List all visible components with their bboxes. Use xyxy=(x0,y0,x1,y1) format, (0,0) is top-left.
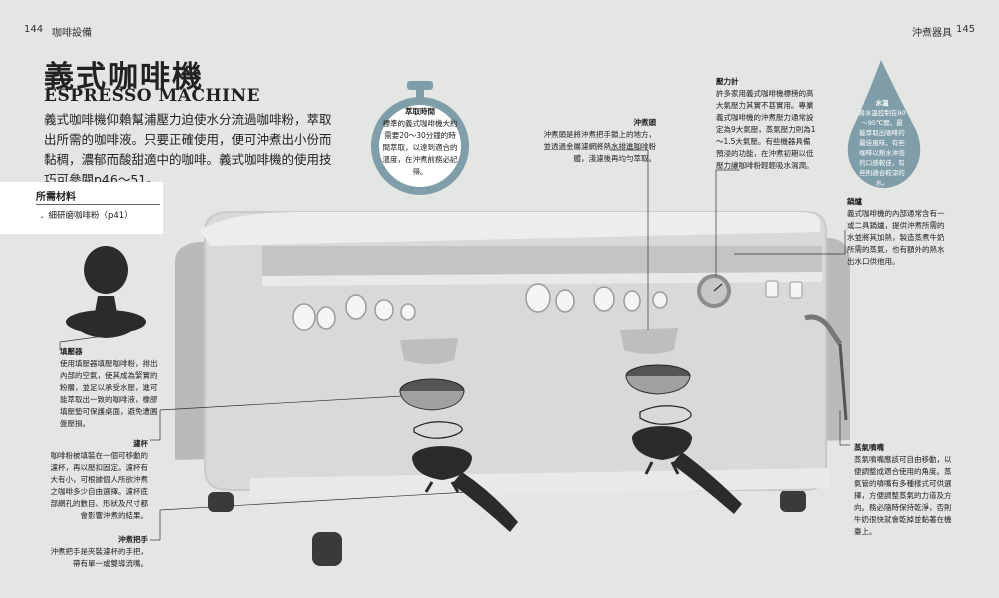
filter-basket-label: 濾杯 咖啡粉被填裝在一個可移動的濾杯，再以壓扣固定。濾杯有大有小，可根據個人所欲… xyxy=(44,438,148,522)
water-temp-label-text: 將水溫控制在90～95℃間，最能萃取出咖啡的最佳風味，有些咖啡以熱水沖泡的口感較… xyxy=(858,109,905,187)
group-head-label-text: 沖煮頭是將沖煮把手鎖上的地方，並透過金屬濾網將熱水排進咖啡粉體，淺濾後再均勻萃取… xyxy=(544,130,657,163)
pressure-gauge-label-text: 許多家用義式咖啡機標榜的高大氣壓力其實不甚實用。專業義式咖啡機的沖煮壓力通常設定… xyxy=(716,89,816,170)
group-head-label: 沖煮頭 沖煮頭是將沖煮把手鎖上的地方，並透過金屬濾網將熱水排進咖啡粉體，淺濾後再… xyxy=(538,117,656,165)
portafilter-label: 沖煮把手 沖煮把手是夾裝濾杯的手把，帶有單一或雙導流嘴。 xyxy=(44,534,148,570)
pressure-gauge-label-title: 壓力計 xyxy=(716,77,739,86)
portafilter-label-text: 沖煮把手是夾裝濾杯的手把，帶有單一或雙導流嘴。 xyxy=(51,547,149,568)
boiler-label: 鍋爐 義式咖啡機的內部通常含有一或二具鍋爐，提供沖煮所需的水並將其加熱，製造蒸煮… xyxy=(847,196,947,268)
water-temp-label-title: 水溫 xyxy=(876,99,889,107)
pressure-gauge-label: 壓力計 許多家用義式咖啡機標榜的高大氣壓力其實不甚實用。專業義式咖啡機的沖煮壓力… xyxy=(716,76,816,172)
group-head-label-title: 沖煮頭 xyxy=(634,118,657,127)
portafilter-label-title: 沖煮把手 xyxy=(118,535,148,544)
tamper-label: 填壓器 使用填壓器填壓咖啡粉，排出內部的空氣，使其成為緊實的粉層，並足以承受水壓… xyxy=(60,346,164,430)
water-temp-label: 水溫 將水溫控制在90～95℃間，最能萃取出咖啡的最佳風味，有些咖啡以熱水沖泡的… xyxy=(858,98,906,188)
timer-label-title: 萃取時間 xyxy=(405,107,435,116)
steam-wand-label-text: 蒸氣噴嘴應該可自由移動，以便調整成適合使用的角度。蒸氣管的噴嘴有多種樣式可供選擇… xyxy=(854,455,952,536)
tamper-label-text: 使用填壓器填壓咖啡粉，排出內部的空氣，使其成為緊實的粉層，並足以承受水壓，進可能… xyxy=(60,359,158,428)
steam-wand-label-title: 蒸氣噴嘴 xyxy=(854,443,884,452)
steam-wand-label: 蒸氣噴嘴 蒸氣噴嘴應該可自由移動，以便調整成適合使用的角度。蒸氣管的噴嘴有多種樣… xyxy=(854,442,956,538)
tamper-label-title: 填壓器 xyxy=(60,347,83,356)
boiler-label-text: 義式咖啡機的內部通常含有一或二具鍋爐，提供沖煮所需的水並將其加熱，製造蒸煮牛奶所… xyxy=(847,209,945,266)
filter-basket-label-text: 咖啡粉被填裝在一個可移動的濾杯，再以壓扣固定。濾杯有大有小，可根據個人所欲沖煮之… xyxy=(51,451,149,520)
timer-label: 萃取時間 標準的義式咖啡機大約需要20～30分鐘的時間萃取，以達到適合的溫度，在… xyxy=(382,106,458,178)
timer-label-text: 標準的義式咖啡機大約需要20～30分鐘的時間萃取，以達到適合的溫度，在沖煮前務必… xyxy=(383,119,458,176)
filter-basket-label-title: 濾杯 xyxy=(133,439,148,448)
boiler-label-title: 鍋爐 xyxy=(847,197,862,206)
